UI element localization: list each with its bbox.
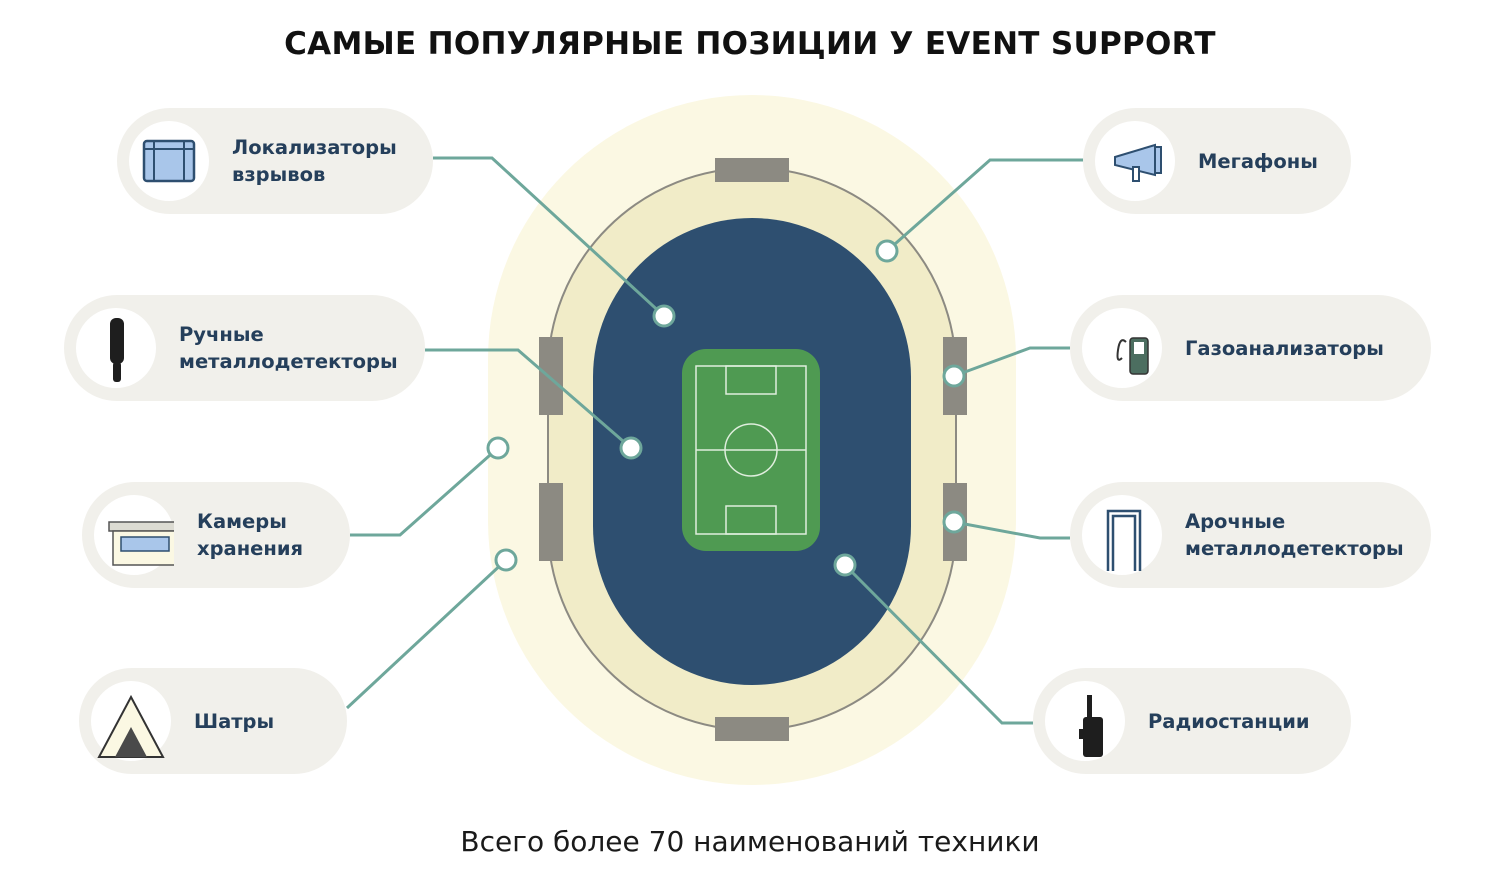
connector-lockers (350, 446, 499, 537)
point-localizers (652, 304, 676, 328)
item-label: Локализаторы взрывов (232, 136, 397, 186)
gate-left-upper (539, 337, 563, 415)
gate-left-lower (539, 483, 563, 561)
connector-localizers (433, 156, 666, 318)
football-pitch (682, 349, 820, 551)
connector-handheld (425, 348, 632, 450)
point-gas (942, 364, 966, 388)
connector-gas (953, 346, 1070, 378)
item-storage-lockers: Камеры хранения (82, 482, 350, 588)
storage-locker-icon (94, 495, 174, 575)
gas-analyzer-icon (1082, 308, 1162, 388)
connector-megaphones (886, 158, 1083, 253)
footer-note: Всего более 70 наименований техники (460, 825, 1040, 858)
connector-tents (345, 558, 508, 710)
connector-radio (843, 563, 1033, 725)
item-tents: Шатры (79, 668, 347, 774)
item-label: Мегафоны (1198, 149, 1318, 173)
point-handheld (619, 436, 643, 460)
point-lockers (486, 436, 510, 460)
blast-localizer-icon (129, 121, 209, 201)
item-label: Радиостанции (1148, 709, 1310, 733)
point-tents (494, 548, 518, 572)
item-label: Ручные металлодетекторы (179, 323, 398, 373)
item-label: Газоанализаторы (1185, 336, 1384, 360)
item-label: Шатры (194, 709, 275, 733)
item-gas-analyzers: Газоанализаторы (1070, 295, 1431, 401)
point-arch (942, 510, 966, 534)
handheld-metal-detector-icon (76, 308, 156, 388)
connector-arch (953, 520, 1070, 540)
tent-icon (91, 681, 171, 761)
gate-bottom (715, 717, 789, 741)
radio-icon (1045, 681, 1125, 761)
gate-top (715, 158, 789, 182)
item-handheld-metal-detectors: Ручные металлодетекторы (64, 295, 425, 401)
point-radio (833, 553, 857, 577)
item-label: Арочные металлодетекторы (1185, 510, 1404, 560)
megaphone-icon (1095, 121, 1175, 201)
item-label: Камеры хранения (197, 510, 304, 560)
item-radio-stations: Радиостанции (1033, 668, 1351, 774)
arch-metal-detector-icon (1082, 495, 1162, 575)
item-megaphones: Мегафоны (1083, 108, 1351, 214)
item-blast-localizers: Локализаторы взрывов (117, 108, 433, 214)
item-arch-metal-detectors: Арочные металлодетекторы (1070, 482, 1431, 588)
page-title: САМЫЕ ПОПУЛЯРНЫЕ ПОЗИЦИИ У EVENT SUPPORT (284, 26, 1216, 62)
point-megaphones (875, 239, 899, 263)
